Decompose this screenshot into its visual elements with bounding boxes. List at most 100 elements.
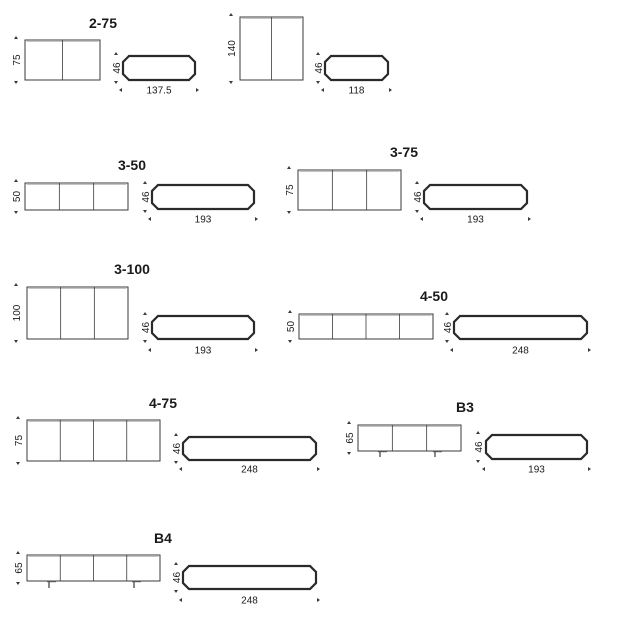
front-view xyxy=(26,419,161,462)
height-arrow-bottom xyxy=(347,452,351,455)
height-label: 50 xyxy=(12,191,23,203)
height-label: 75 xyxy=(14,435,25,447)
front-view xyxy=(298,313,434,340)
height-arrow-top xyxy=(229,13,233,16)
depth-arrow-bottom xyxy=(476,460,480,463)
cabinet-body xyxy=(357,424,462,452)
depth-label: 46 xyxy=(112,62,123,74)
height-label: 75 xyxy=(12,54,23,66)
height-label: 100 xyxy=(12,304,23,321)
depth-label: 46 xyxy=(314,62,325,74)
front-view xyxy=(24,182,129,211)
depth-arrow-bottom xyxy=(143,210,147,213)
width-arrow-right xyxy=(255,348,258,352)
module-title: 2-75 xyxy=(89,15,117,31)
depth-arrow-top xyxy=(415,181,419,184)
depth-label: 46 xyxy=(141,322,152,334)
module-title: 4-75 xyxy=(149,395,177,411)
width-arrow-right xyxy=(588,467,591,471)
top-view xyxy=(323,54,390,82)
depth-label: 46 xyxy=(172,572,183,584)
width-arrow-left xyxy=(119,88,122,92)
top-view xyxy=(150,183,256,211)
height-arrow-top xyxy=(14,283,18,286)
depth-label: 46 xyxy=(413,191,424,203)
module-title: 3-100 xyxy=(114,261,150,277)
module-3-75: 3-75 75 46 193 xyxy=(285,144,531,226)
module-4-50: 4-50 50 46 248 xyxy=(286,288,591,357)
depth-arrow-bottom xyxy=(114,81,118,84)
width-arrow-left xyxy=(321,88,324,92)
height-arrow-bottom xyxy=(16,582,20,585)
depth-arrow-top xyxy=(174,562,178,565)
height-arrow-top xyxy=(287,166,291,169)
height-label: 140 xyxy=(227,40,238,57)
depth-arrow-bottom xyxy=(174,461,178,464)
width-label: 118 xyxy=(349,86,365,97)
cabinet-body xyxy=(26,286,129,340)
top-view xyxy=(422,183,529,211)
top-outline xyxy=(452,314,589,341)
depth-arrow-bottom xyxy=(445,340,449,343)
width-arrow-left xyxy=(420,217,423,221)
front-view xyxy=(297,169,402,211)
module-title: B3 xyxy=(456,399,474,415)
height-arrow-bottom xyxy=(287,211,291,214)
height-arrow-bottom xyxy=(14,211,18,214)
top-outline xyxy=(150,314,256,341)
depth-arrow-top xyxy=(143,312,147,315)
top-outline xyxy=(150,183,256,211)
width-arrow-right xyxy=(588,348,591,352)
depth-arrow-top xyxy=(114,52,118,55)
height-arrow-top xyxy=(14,179,18,182)
depth-label: 46 xyxy=(141,191,152,203)
height-arrow-bottom xyxy=(229,81,233,84)
width-label: 193 xyxy=(467,215,484,226)
top-view xyxy=(181,564,318,591)
width-arrow-right xyxy=(528,217,531,221)
width-arrow-left xyxy=(482,467,485,471)
depth-arrow-top xyxy=(316,52,320,55)
top-outline xyxy=(484,433,589,461)
height-arrow-bottom xyxy=(14,81,18,84)
height-arrow-top xyxy=(14,36,18,39)
width-label: 248 xyxy=(512,346,529,357)
top-view xyxy=(121,54,197,82)
depth-label: 46 xyxy=(443,322,454,334)
height-arrow-top xyxy=(16,551,20,554)
height-arrow-bottom xyxy=(288,340,292,343)
width-arrow-right xyxy=(255,217,258,221)
module-title: 3-50 xyxy=(118,157,146,173)
depth-arrow-bottom xyxy=(316,81,320,84)
width-arrow-right xyxy=(317,598,320,602)
width-label: 193 xyxy=(195,215,212,226)
width-arrow-left xyxy=(450,348,453,352)
module-3-100: 3-100 100 46 193 xyxy=(12,261,258,357)
module-2-140: 140 46 118 xyxy=(227,13,392,97)
cabinet-body xyxy=(24,182,129,211)
height-arrow-top xyxy=(288,310,292,313)
height-label: 50 xyxy=(286,321,297,333)
front-view xyxy=(357,424,462,457)
top-outline xyxy=(323,54,390,82)
width-label: 248 xyxy=(241,596,258,607)
width-label: 248 xyxy=(241,465,258,476)
height-arrow-top xyxy=(16,416,20,419)
top-outline xyxy=(121,54,197,82)
top-view xyxy=(452,314,589,341)
width-label: 193 xyxy=(528,465,545,476)
module-title: 4-50 xyxy=(420,288,448,304)
module-title: 3-75 xyxy=(390,144,418,160)
height-arrow-bottom xyxy=(16,462,20,465)
width-label: 193 xyxy=(195,346,212,357)
depth-arrow-bottom xyxy=(174,590,178,593)
depth-arrow-bottom xyxy=(143,340,147,343)
height-label: 75 xyxy=(285,184,296,196)
module-title: B4 xyxy=(154,530,172,546)
top-view xyxy=(484,433,589,461)
top-view xyxy=(181,435,318,462)
